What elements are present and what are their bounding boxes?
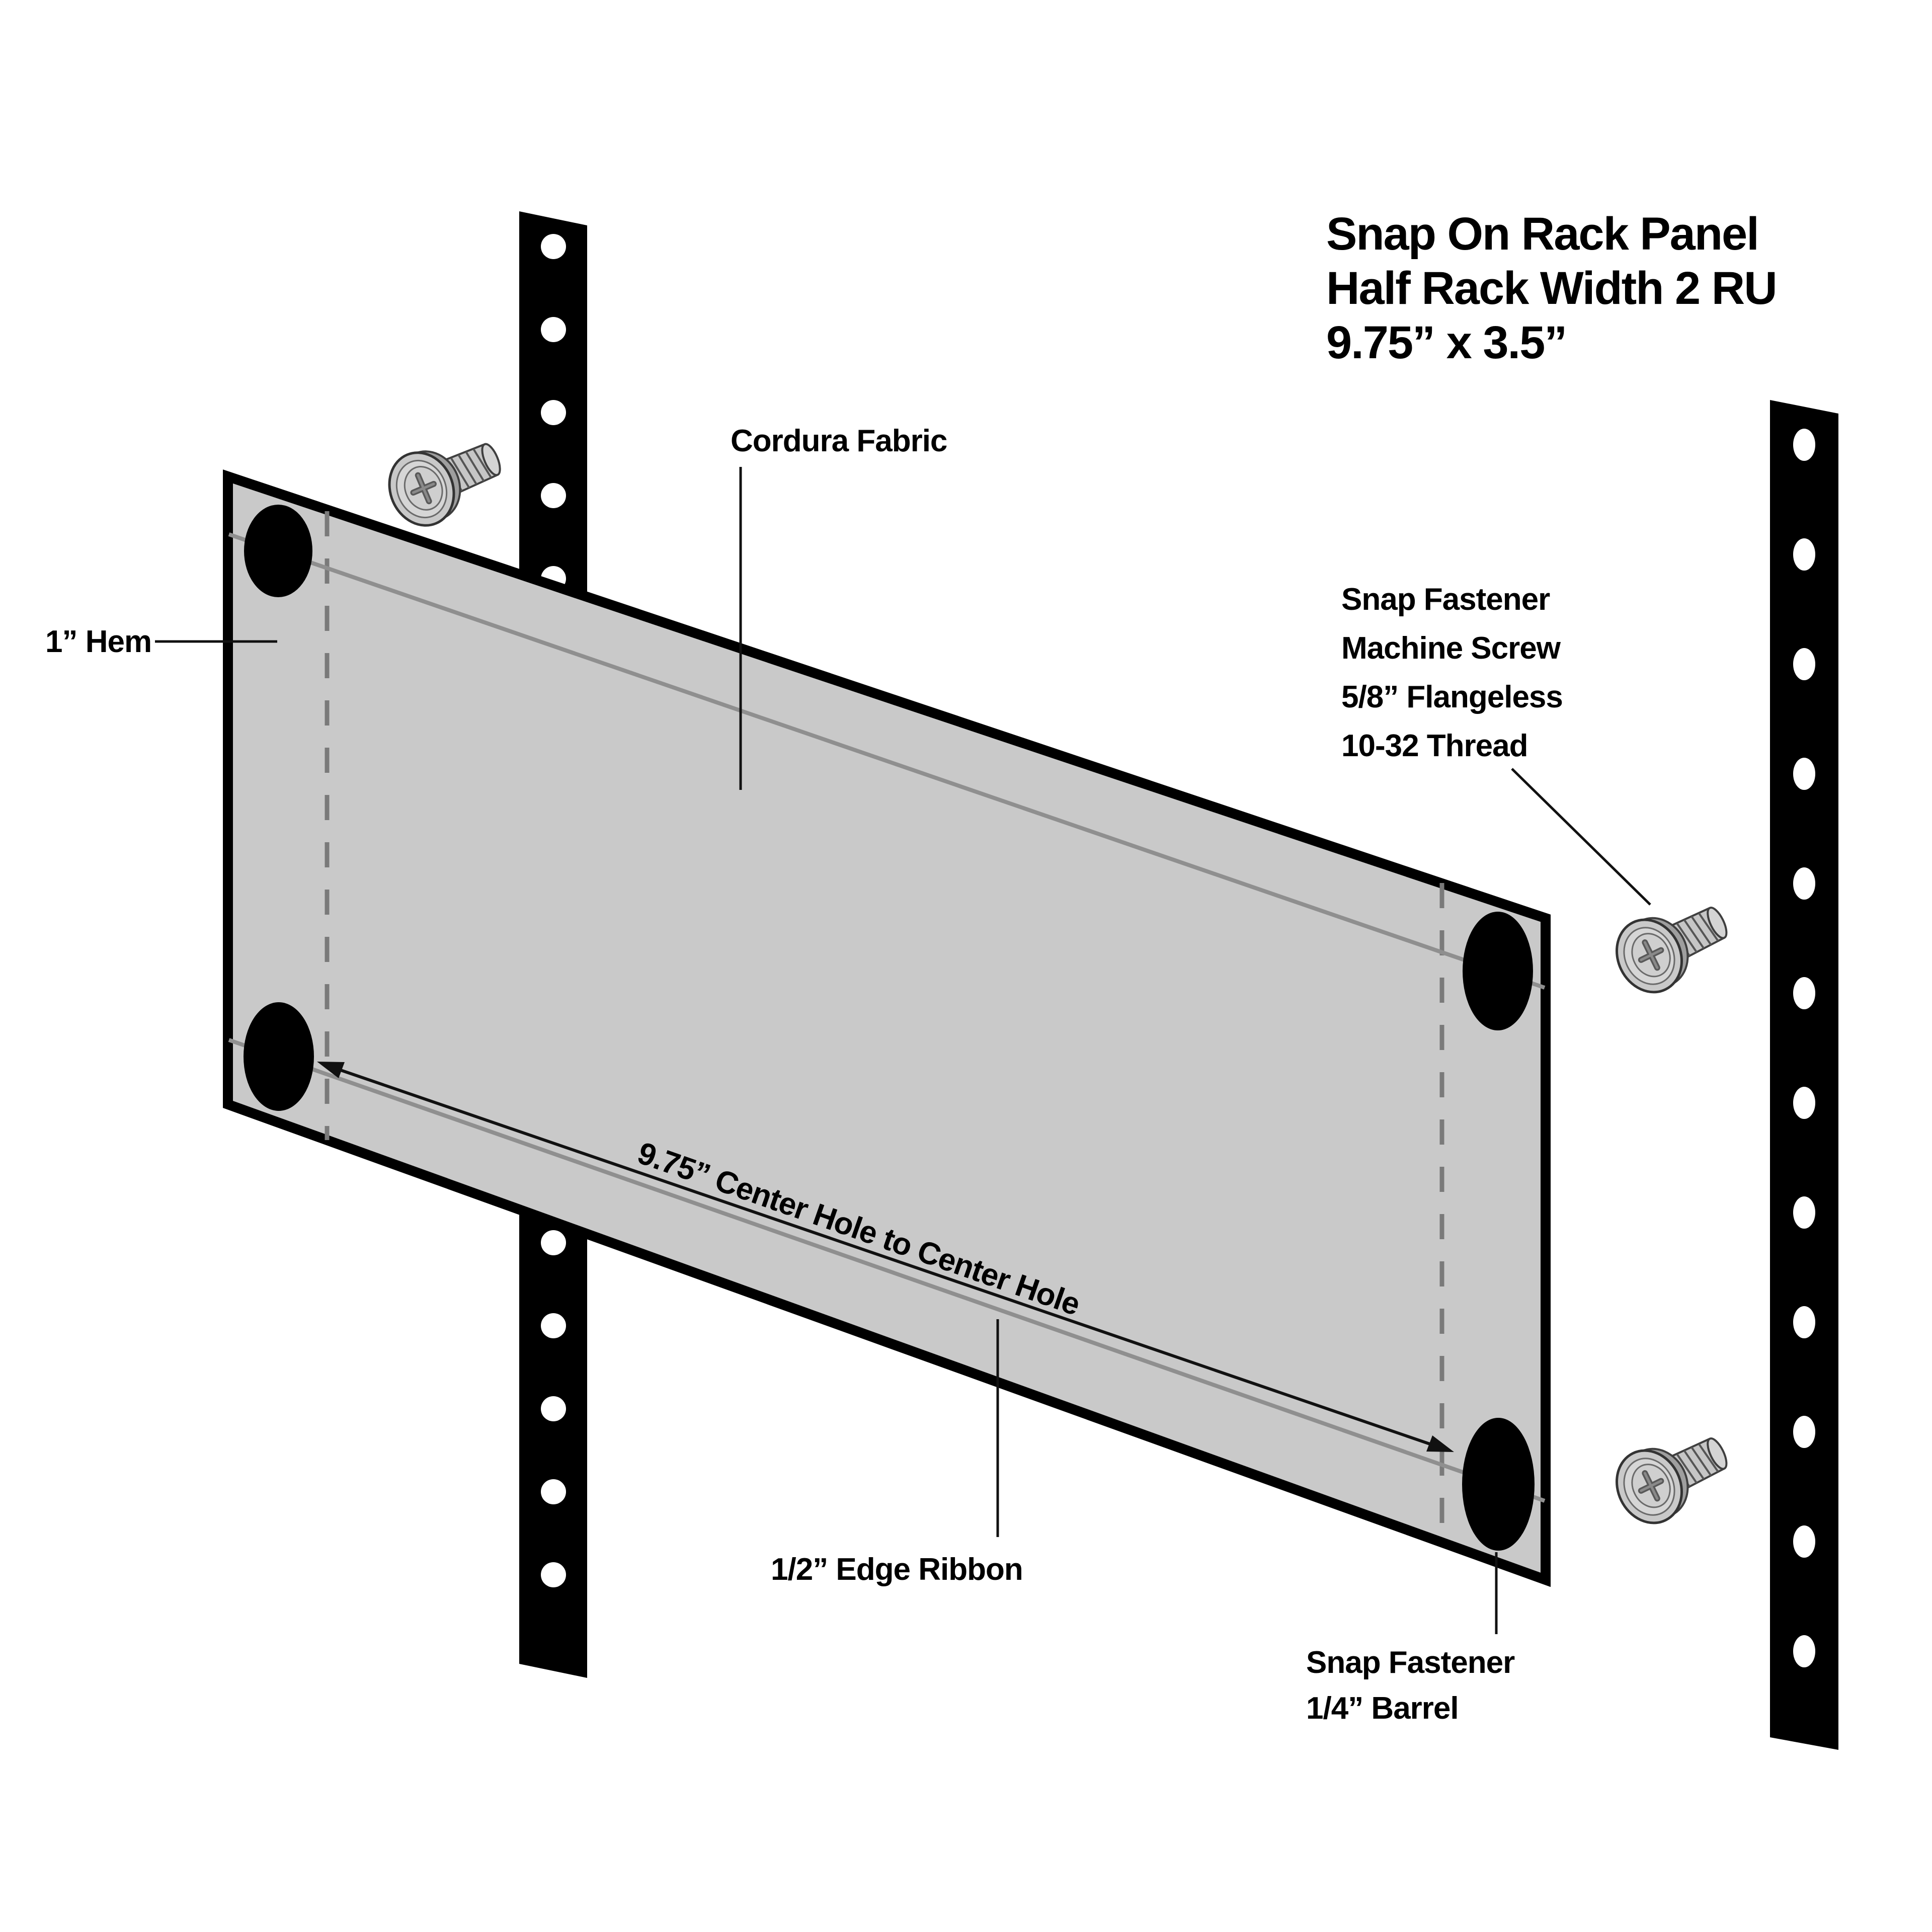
rail-hole xyxy=(1793,538,1815,571)
rail-hole xyxy=(1793,1635,1815,1667)
machine-screw-label-line-3: 5/8” Flangeless xyxy=(1341,680,1563,714)
rail-hole xyxy=(541,317,566,342)
rail-hole xyxy=(1793,1196,1815,1229)
machine-screw-label-line-2: Machine Screw xyxy=(1341,631,1561,666)
barrel-label-line-2: 1/4” Barrel xyxy=(1306,1691,1459,1726)
panel-snap-hole-bottom-right xyxy=(1462,1418,1535,1551)
hem-label: 1” Hem xyxy=(45,624,151,659)
dimension-line xyxy=(326,1064,1446,1451)
rail-hole xyxy=(1793,1306,1815,1338)
right-rack-rail xyxy=(1770,400,1838,1777)
right-rail-bar xyxy=(1770,400,1838,1750)
rail-hole xyxy=(1793,867,1815,900)
machine-screw-label-line-4: 10-32 Thread xyxy=(1341,729,1528,763)
right-rail-holes xyxy=(1793,429,1815,1777)
bottom-seam-line xyxy=(228,1038,1546,1503)
machine-screw-label-group: Snap Fastener Machine Screw 5/8” Flangel… xyxy=(1341,582,1651,906)
rail-hole xyxy=(1793,1087,1815,1119)
cordura-label: Cordura Fabric xyxy=(731,424,947,458)
rail-hole xyxy=(1793,1416,1815,1448)
title-block: Snap On Rack Panel Half Rack Width 2 RU … xyxy=(1326,208,1778,368)
rail-hole xyxy=(1793,648,1815,680)
rail-hole xyxy=(1793,758,1815,790)
panel-snap-hole-bottom-left xyxy=(244,1002,314,1111)
top-seam-line xyxy=(228,532,1546,990)
rail-hole xyxy=(541,483,566,508)
title-line-3: 9.75” x 3.5” xyxy=(1326,317,1566,368)
rail-hole xyxy=(541,1313,566,1338)
barrel-label-line-1: Snap Fastener xyxy=(1306,1645,1515,1680)
dimension-arrow-right xyxy=(1426,1435,1454,1452)
rail-hole xyxy=(541,400,566,425)
rail-hole xyxy=(1793,1525,1815,1558)
machine-screw-label-line-1: Snap Fastener xyxy=(1341,582,1550,617)
rail-hole xyxy=(541,1230,566,1255)
panel-face xyxy=(223,469,1551,1587)
edge-ribbon-label-group: 1/2” Edge Ribbon xyxy=(771,1319,1023,1587)
panel-snap-hole-top-right xyxy=(1463,912,1533,1030)
dimension-arrow-left xyxy=(317,1062,345,1078)
rail-hole xyxy=(1793,429,1815,461)
rail-hole xyxy=(541,1479,566,1504)
rail-hole xyxy=(1793,1745,1815,1777)
rail-hole xyxy=(1793,977,1815,1009)
title-line-2: Half Rack Width 2 RU xyxy=(1326,263,1777,314)
edge-ribbon-label: 1/2” Edge Ribbon xyxy=(771,1552,1023,1587)
hem-label-group: 1” Hem xyxy=(45,624,277,659)
rail-hole xyxy=(541,1396,566,1421)
title-line-1: Snap On Rack Panel xyxy=(1326,208,1758,260)
rail-hole xyxy=(541,234,566,259)
barrel-label-group: Snap Fastener 1/4” Barrel xyxy=(1306,1552,1515,1726)
machine-screw-leader-line xyxy=(1511,768,1651,906)
panel-snap-hole-top-left xyxy=(244,505,312,597)
cordura-label-group: Cordura Fabric xyxy=(731,424,947,790)
rail-hole xyxy=(541,1562,566,1587)
